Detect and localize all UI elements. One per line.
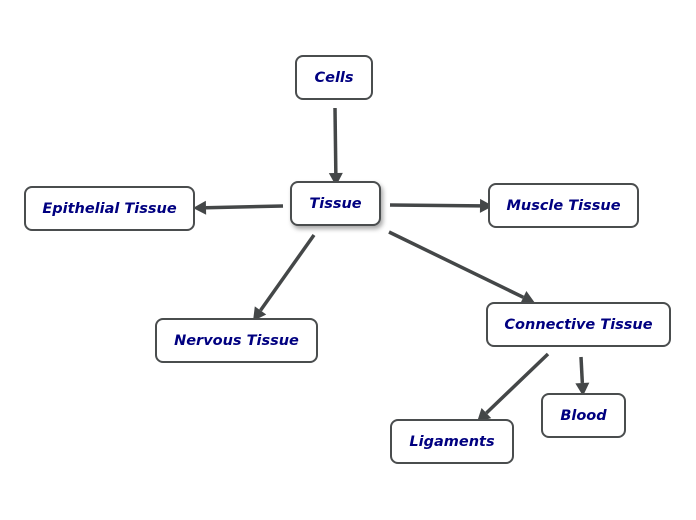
- arrow-line: [259, 233, 316, 312]
- arrow-line: [389, 203, 481, 208]
- node-label: Tissue: [309, 195, 362, 212]
- arrow-tissue-to-nervous: [253, 233, 316, 321]
- arrow-line: [485, 352, 550, 415]
- node-connective-tissue[interactable]: Connective Tissue: [486, 302, 671, 347]
- node-label: Cells: [314, 69, 354, 86]
- arrowhead: [253, 306, 267, 321]
- node-blood[interactable]: Blood: [541, 393, 626, 438]
- arrow-tissue-to-muscle: [389, 198, 493, 213]
- node-cells[interactable]: Cells: [295, 55, 373, 100]
- arrowhead: [479, 198, 493, 213]
- node-label: Blood: [560, 407, 607, 424]
- arrow-cells-to-tissue: [328, 107, 343, 186]
- node-label: Ligaments: [409, 433, 495, 450]
- arrow-connective-to-blood: [575, 356, 590, 396]
- arrow-line: [579, 356, 585, 384]
- arrow-tissue-to-connective: [388, 230, 535, 304]
- arrowhead: [193, 200, 207, 215]
- node-tissue[interactable]: Tissue: [290, 181, 381, 226]
- arrowhead: [575, 382, 590, 396]
- arrowhead: [477, 407, 492, 422]
- node-label: Muscle Tissue: [506, 197, 621, 214]
- node-nervous-tissue[interactable]: Nervous Tissue: [155, 318, 318, 363]
- arrowhead: [328, 172, 343, 186]
- arrow-tissue-to-epithelial: [193, 200, 284, 215]
- node-label: Connective Tissue: [504, 316, 653, 333]
- node-ligaments[interactable]: Ligaments: [390, 419, 514, 464]
- arrow-line: [205, 204, 284, 210]
- node-label: Epithelial Tissue: [42, 200, 177, 217]
- arrow-connective-to-ligaments: [477, 352, 550, 422]
- node-label: Nervous Tissue: [174, 332, 299, 349]
- arrowhead: [520, 291, 535, 304]
- node-epithelial-tissue[interactable]: Epithelial Tissue: [24, 186, 195, 231]
- arrow-line: [388, 230, 525, 299]
- arrow-line: [333, 107, 338, 174]
- node-muscle-tissue[interactable]: Muscle Tissue: [488, 183, 639, 228]
